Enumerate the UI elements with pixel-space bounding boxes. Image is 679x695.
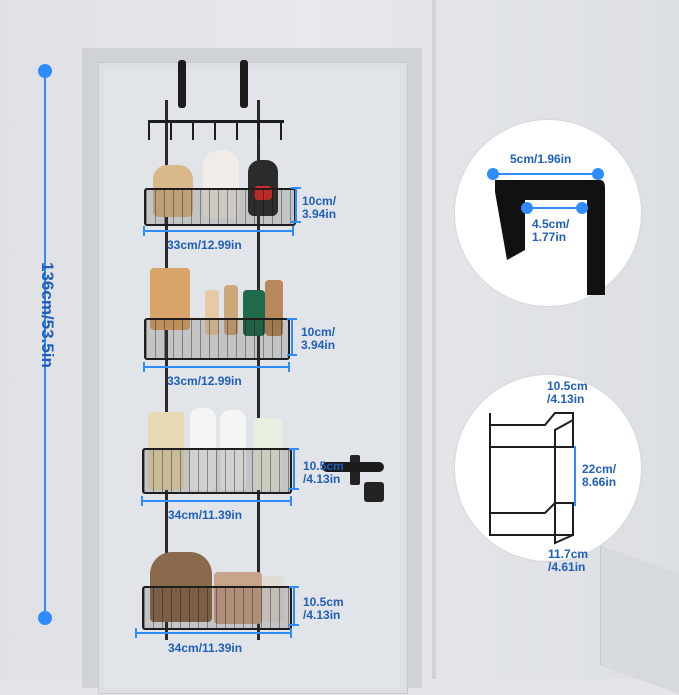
basket-3 <box>142 448 292 494</box>
rack-rail-left <box>165 100 168 640</box>
hook-detail-circle <box>455 120 641 306</box>
hook-width-line <box>493 173 598 175</box>
product-box-green <box>243 290 265 336</box>
rack-lower-basket <box>489 447 574 536</box>
b4-height-label: 10.5cm /4.13in <box>303 595 344 622</box>
b2-height-line <box>291 319 293 355</box>
b2-height-label: 10cm/ 3.94in <box>301 325 336 352</box>
hook-bar-grid <box>148 120 284 140</box>
b1-width-line <box>144 230 294 232</box>
rack-rail-right <box>257 100 260 640</box>
hook-gap-marker-right <box>576 202 588 214</box>
hook-gap-line <box>527 207 582 209</box>
wall-corner <box>432 0 436 679</box>
b1-width-tick-right <box>292 226 294 236</box>
b3-width-line <box>142 500 292 502</box>
teddy-bear <box>153 165 193 217</box>
b4-width-tick-right <box>290 628 292 638</box>
height-marker-bottom <box>38 611 52 625</box>
hook-width-marker-right <box>592 168 604 180</box>
rack-upper-basket <box>489 412 574 448</box>
b1-height-label: 10cm/ 3.94in <box>302 194 337 221</box>
b1-width-label: 33cm/12.99in <box>167 238 242 252</box>
milk-carton <box>148 412 184 490</box>
door-lock <box>364 482 384 502</box>
b3-width-tick-right <box>290 496 292 506</box>
juice-carton <box>254 418 282 490</box>
b4-height-tick-bottom <box>289 624 299 626</box>
door-hook-left <box>178 60 186 108</box>
rack-bottom-label: 11.7cm /4.61in <box>548 547 589 574</box>
b2-width-line <box>144 366 290 368</box>
b2-width-label: 33cm/12.99in <box>167 374 242 388</box>
b1-height-line <box>295 188 297 222</box>
rack-spacing-line <box>574 446 576 506</box>
hook-width-label: 5cm/1.96in <box>510 152 572 166</box>
basket-2 <box>144 318 290 360</box>
rack-illustration <box>489 412 574 545</box>
hook-gap-label: 4.5cm/ 1.77in <box>532 217 570 244</box>
b2-height-tick-bottom <box>287 354 297 356</box>
b2-width-tick-right <box>288 362 290 372</box>
b3-height-tick-bottom <box>289 488 299 490</box>
b4-width-line <box>136 632 292 634</box>
b1-height-tick-bottom <box>291 221 301 223</box>
b3-width-label: 34cm/11.39in <box>168 508 243 522</box>
rack-spacing-label: 22cm/ 8.66in <box>582 462 617 489</box>
wooden-board <box>265 280 283 336</box>
basket-4 <box>142 586 292 630</box>
bottle-small <box>205 290 219 335</box>
bottle-gold <box>224 285 238 335</box>
height-dimension-line <box>44 70 46 618</box>
door-hook-right <box>240 60 248 108</box>
door-handle <box>322 462 384 472</box>
rack-top-label: 10.5cm /4.13in <box>547 379 588 406</box>
rack-side-panel <box>554 419 574 545</box>
b3-height-label: 10.5cm /4.13in <box>303 459 344 486</box>
basket-1 <box>144 188 296 226</box>
b4-height-line <box>293 587 295 625</box>
handbag-pink <box>214 572 262 624</box>
b4-width-label: 34cm/11.39in <box>168 641 243 655</box>
b3-height-line <box>293 449 295 489</box>
rack-detail-circle <box>455 375 641 561</box>
total-height-label: 136cm/53.5in <box>38 262 57 368</box>
door-hook-illustration <box>495 180 605 295</box>
bunny-plush <box>203 150 239 218</box>
milk-bottle-2 <box>220 410 246 490</box>
